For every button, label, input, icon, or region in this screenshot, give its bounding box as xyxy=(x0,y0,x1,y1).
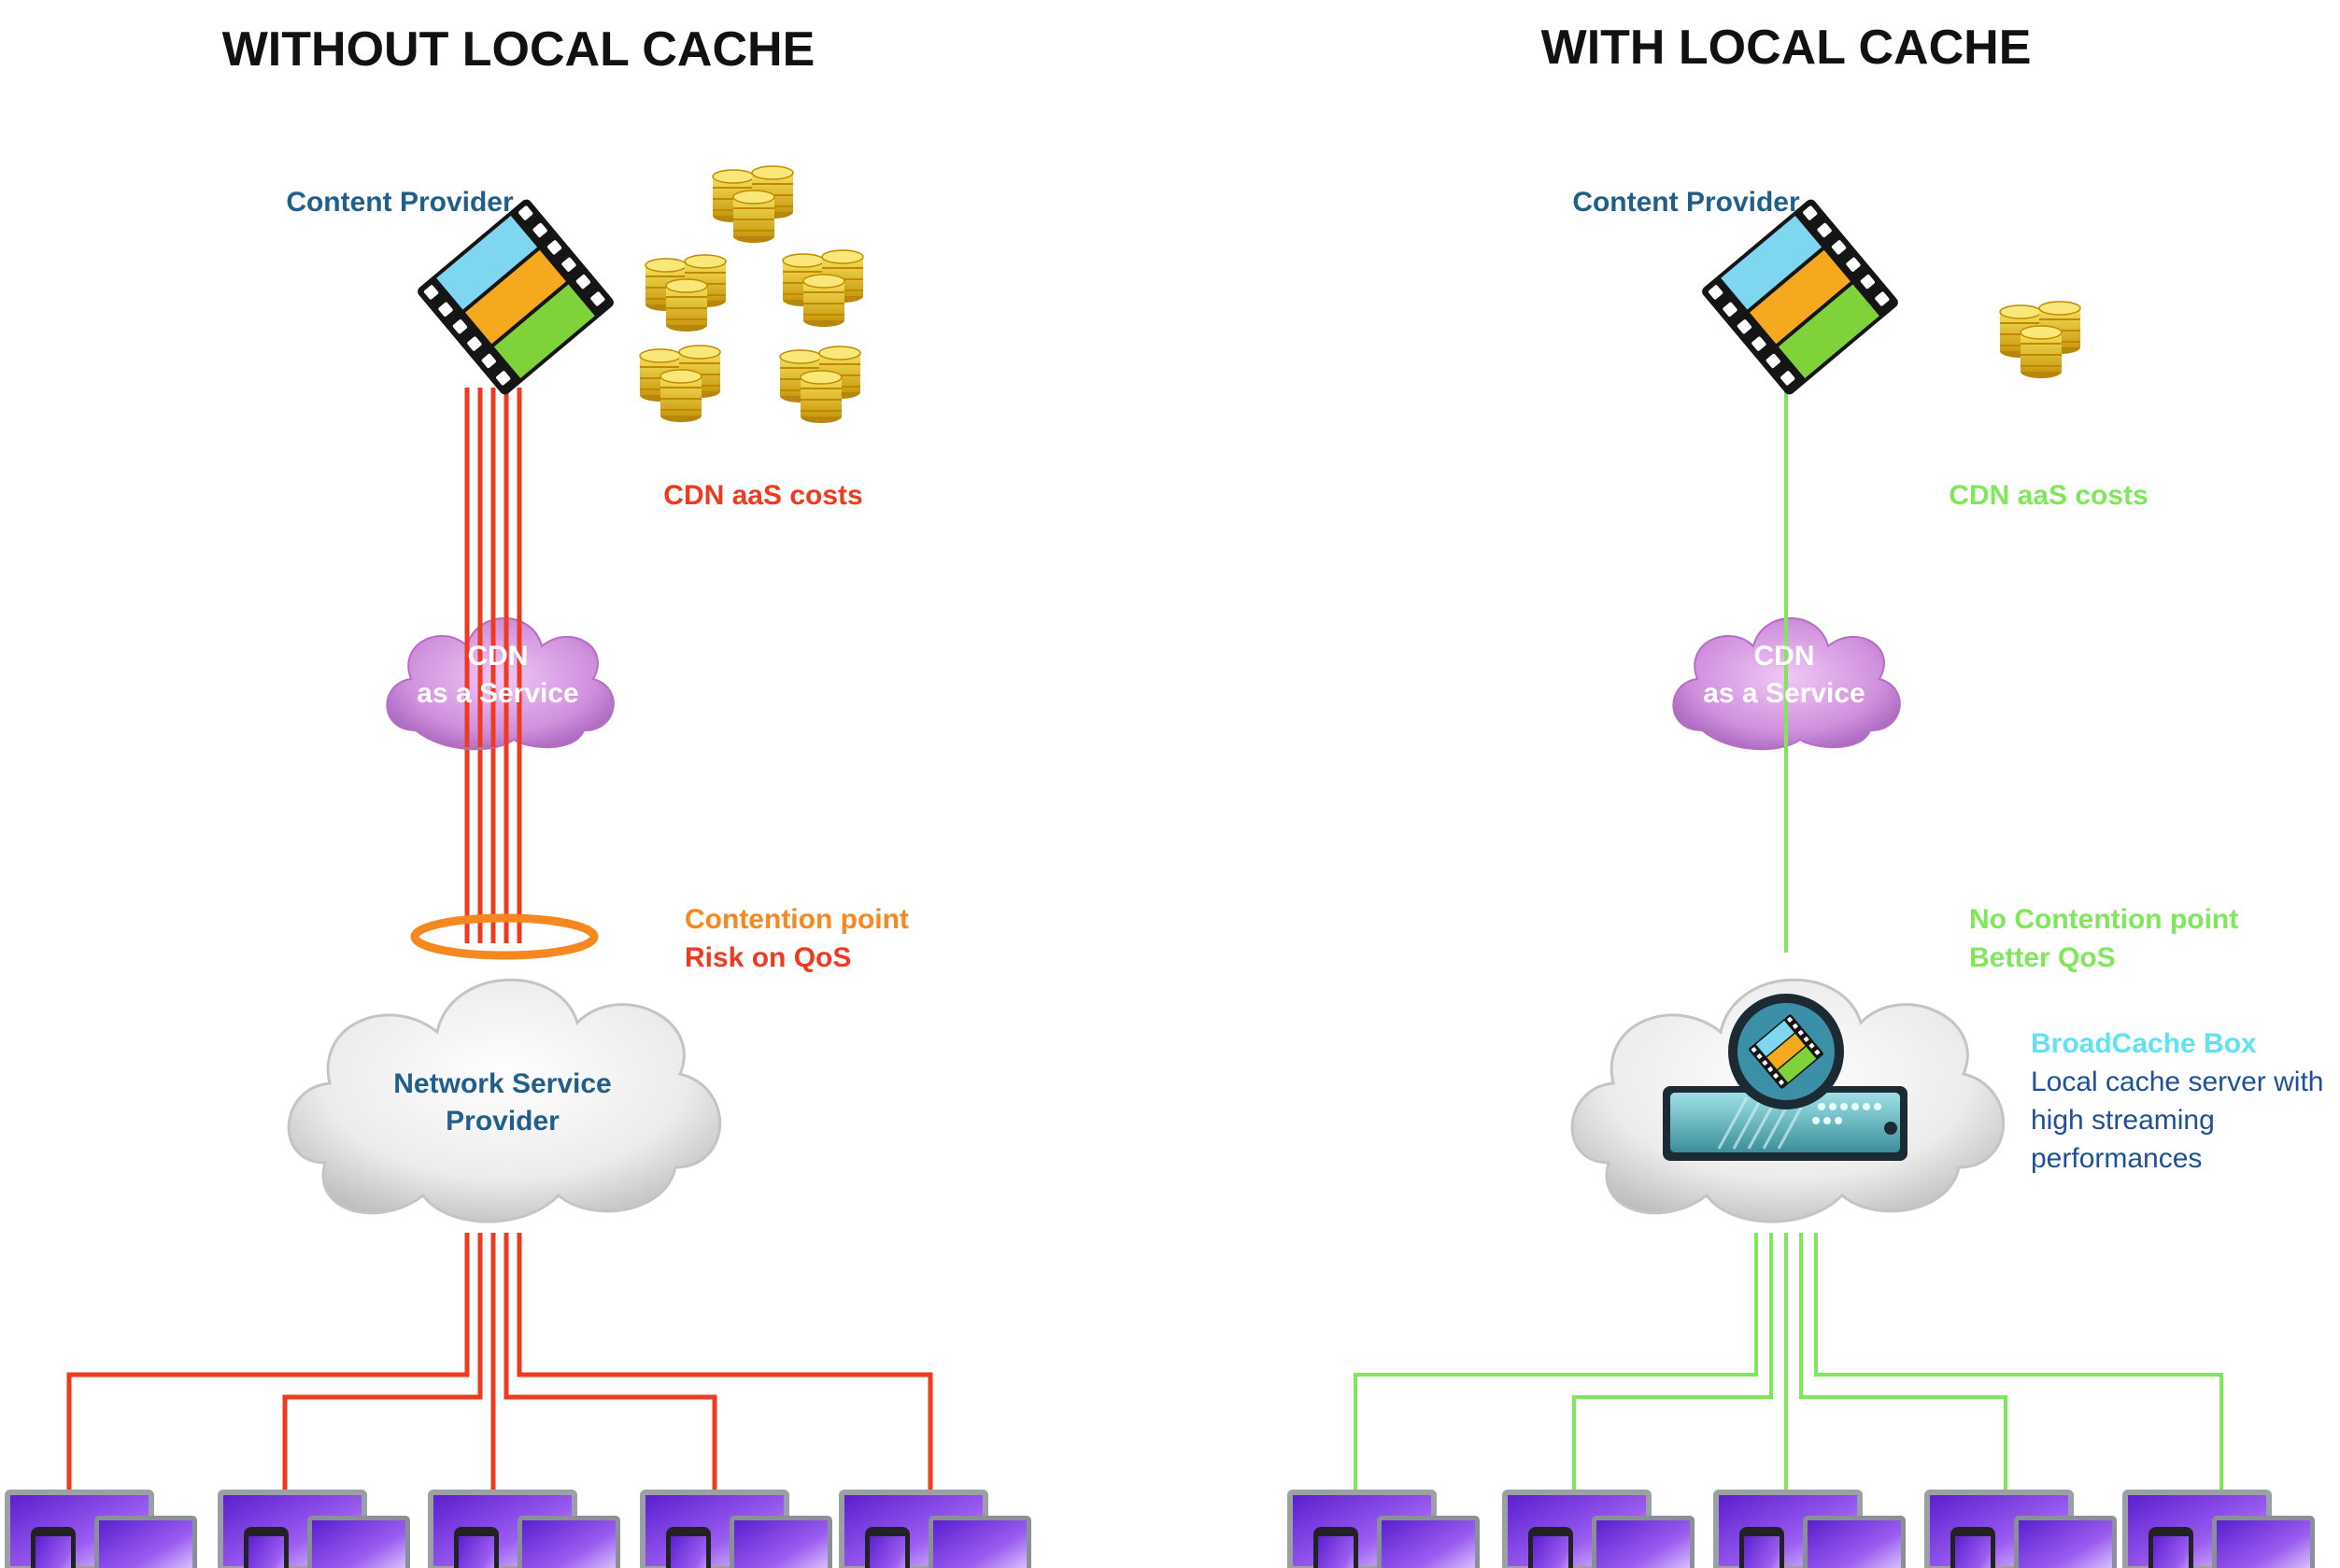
left-coin-piles xyxy=(640,166,863,423)
right-title: WITH LOCAL CACHE xyxy=(1541,21,2032,75)
right-film-reel-icon xyxy=(1699,197,1901,397)
left-contention-label: Contention point xyxy=(685,904,909,935)
device-group-icon xyxy=(839,1490,1041,1568)
left-qos-label: Risk on QoS xyxy=(685,942,851,973)
broadcache-desc-line3: performances xyxy=(2031,1143,2202,1174)
right-content-provider-label: Content Provider xyxy=(1572,187,1800,218)
left-nsp-cloud xyxy=(287,978,722,1223)
device-group-icon xyxy=(1713,1490,1915,1568)
coin-stack-icon xyxy=(783,250,863,327)
device-group-icon xyxy=(218,1490,419,1568)
device-group-icon xyxy=(5,1490,206,1568)
left-film-reel-icon xyxy=(415,197,617,397)
broadcache-desc-line1: Local cache server with xyxy=(2031,1067,2323,1097)
device-group-icon xyxy=(1502,1490,1704,1568)
right-cdn-label-line1: CDN xyxy=(1754,641,1815,671)
coin-stack-icon xyxy=(780,346,860,423)
right-panel: WITH LOCAL CACHE Content Provider CDN aa… xyxy=(1287,21,2324,1568)
broadcache-box-icon xyxy=(1663,994,1907,1161)
red-connection-lines xyxy=(66,388,933,1492)
left-cdn-costs-label: CDN aaS costs xyxy=(663,480,862,511)
left-cdn-label-line1: CDN xyxy=(468,641,529,671)
right-qos-label: Better QoS xyxy=(1969,942,2116,973)
right-device-groups xyxy=(1287,1490,2324,1568)
coin-stack-icon xyxy=(640,346,720,422)
left-title: WITHOUT LOCAL CACHE xyxy=(222,22,815,77)
broadcache-box-title: BroadCache Box xyxy=(2031,1028,2257,1059)
device-group-icon xyxy=(1924,1490,2126,1568)
right-cdn-costs-label: CDN aaS costs xyxy=(1949,480,2148,511)
left-panel: WITHOUT LOCAL CACHE Content Provider CDN… xyxy=(5,22,1041,1568)
device-group-icon xyxy=(1287,1490,1489,1568)
left-content-provider-label: Content Provider xyxy=(286,187,514,218)
coin-stack-icon xyxy=(645,255,726,332)
left-nsp-label-line2: Provider xyxy=(446,1106,560,1137)
device-group-icon xyxy=(2122,1490,2324,1568)
left-nsp-label-line1: Network Service xyxy=(393,1068,611,1099)
coin-stack-icon xyxy=(713,166,793,243)
broadcache-desc-line2: high streaming xyxy=(2031,1105,2215,1136)
right-no-contention-label: No Contention point xyxy=(1969,904,2238,935)
device-group-icon xyxy=(640,1490,842,1568)
left-device-groups xyxy=(5,1490,1041,1568)
right-cdn-label-line2: as a Service xyxy=(1703,678,1865,709)
left-cdn-label-line2: as a Service xyxy=(417,678,578,709)
contention-ring xyxy=(410,913,599,960)
device-group-icon xyxy=(428,1490,630,1568)
coin-stack-icon xyxy=(2000,302,2080,378)
